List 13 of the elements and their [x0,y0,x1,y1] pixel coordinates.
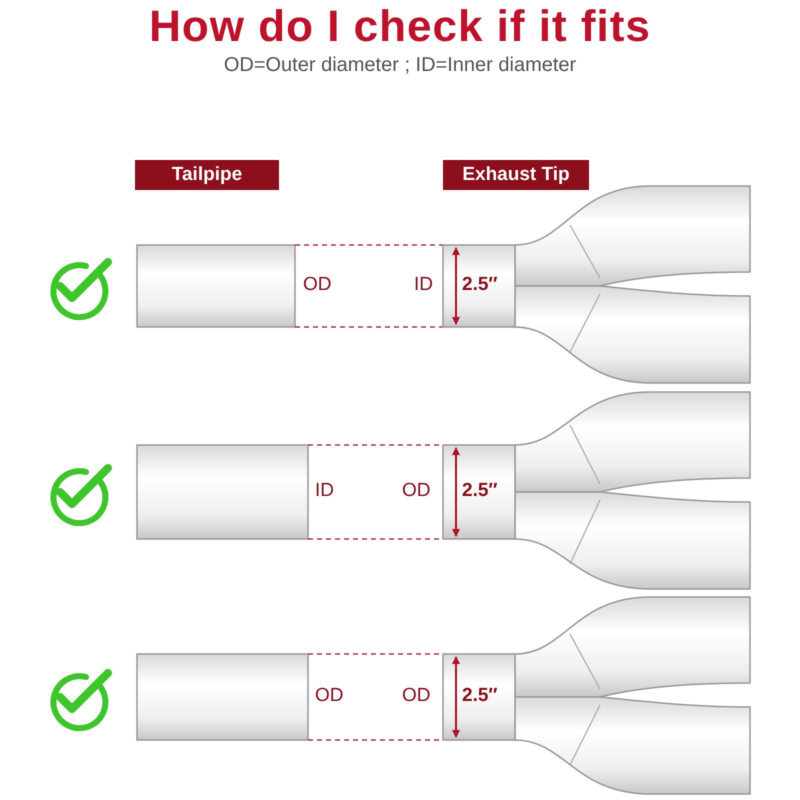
measure-label: OD [303,274,332,296]
title: How do I check if it fits [148,2,652,52]
measure-label: ID [414,274,433,296]
measure-label: OD [402,685,430,707]
dimension-label: 2.5″ [462,480,498,502]
subtitle: OD=Outer diameter ; ID=Inner diameter [222,54,578,77]
measure-label: OD [315,685,344,707]
section-banner: Exhaust Tip [443,160,589,190]
measure-label: OD [402,480,430,502]
measure-label: ID [315,480,334,502]
section-banner: Tailpipe [135,160,279,190]
dimension-label: 2.5″ [462,274,498,296]
dimension-label: 2.5″ [462,685,498,707]
